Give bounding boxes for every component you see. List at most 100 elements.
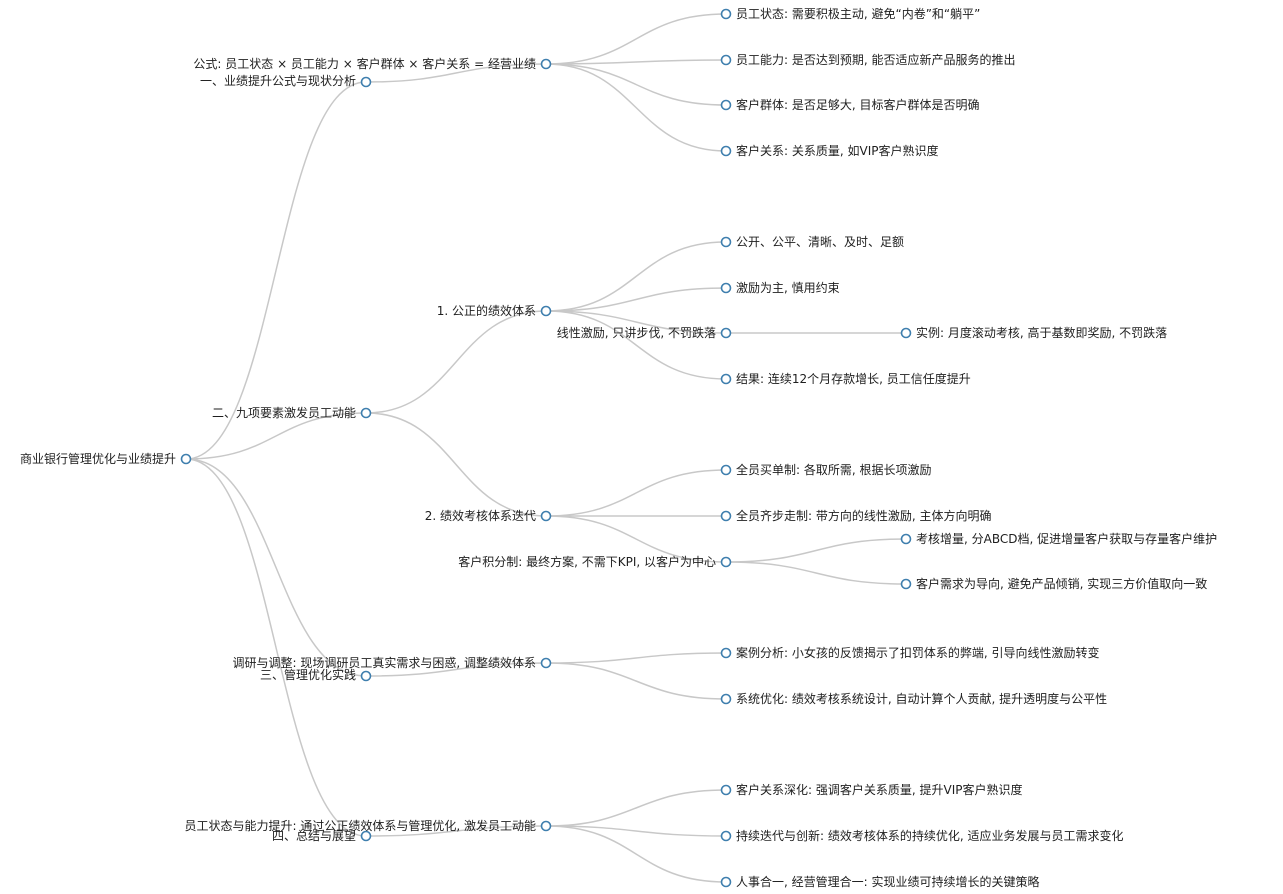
node-label: 激励为主, 慎用约束 [736, 280, 840, 295]
node-toggle-icon[interactable] [360, 830, 372, 842]
node-label: 客户关系深化: 强调客户关系质量, 提升VIP客户熟识度 [736, 782, 1022, 797]
node-s3-a[interactable]: 调研与调整: 现场调研员工真实需求与困惑, 调整绩效体系 [233, 655, 552, 670]
node-toggle-icon[interactable] [720, 145, 732, 157]
node-s2-b3-1[interactable]: 考核增量, 分ABCD档, 促进增量客户获取与存量客户维护 [900, 531, 1218, 546]
node-s4-a2[interactable]: 持续迭代与创新: 绩效考核体系的持续优化, 适应业务发展与员工需求变化 [720, 828, 1124, 843]
node-s2-a3-1[interactable]: 实例: 月度滚动考核, 高于基数即奖励, 不罚跌落 [900, 325, 1168, 340]
node-toggle-icon[interactable] [720, 373, 732, 385]
node-toggle-icon[interactable] [540, 510, 552, 522]
link-to-s1-f1 [545, 13, 727, 65]
node-s3[interactable]: 三、管理优化实践 [260, 667, 372, 682]
link-to-s4-a2 [545, 825, 727, 837]
node-s4-a[interactable]: 员工状态与能力提升: 通过公正绩效体系与管理优化, 激发员工动能 [185, 818, 552, 833]
node-s2-a3[interactable]: 线性激励, 只讲步伐, 不罚跌落 [557, 325, 732, 340]
node-s2-b2[interactable]: 全员齐步走制: 带方向的线性激励, 主体方向明确 [720, 508, 992, 523]
node-toggle-icon[interactable] [720, 236, 732, 248]
node-label: 员工状态: 需要积极主动, 避免“内卷”和“躺平” [736, 6, 980, 21]
node-s4-a1[interactable]: 客户关系深化: 强调客户关系质量, 提升VIP客户熟识度 [720, 782, 1023, 797]
node-toggle-icon[interactable] [720, 464, 732, 476]
node-label: 2. 绩效考核体系迭代 [425, 508, 536, 523]
node-toggle-icon[interactable] [720, 830, 732, 842]
node-label: 1. 公正的绩效体系 [437, 303, 536, 318]
link-to-s4-a3 [545, 825, 727, 883]
link-to-s3-a2 [545, 662, 727, 700]
node-label: 公式: 员工状态 × 员工能力 × 客户群体 × 客户关系 = 经营业绩 [193, 56, 536, 71]
node-toggle-icon[interactable] [900, 533, 912, 545]
node-root[interactable]: 商业银行管理优化与业绩提升 [20, 451, 192, 466]
node-s2-a[interactable]: 1. 公正的绩效体系 [437, 303, 552, 318]
node-label: 实例: 月度滚动考核, 高于基数即奖励, 不罚跌落 [916, 325, 1167, 340]
node-label: 客户群体: 是否足够大, 目标客户群体是否明确 [736, 97, 980, 112]
node-s2-b[interactable]: 2. 绩效考核体系迭代 [425, 508, 552, 523]
node-s4[interactable]: 四、总结与展望 [272, 829, 372, 843]
node-toggle-icon[interactable] [720, 99, 732, 111]
node-toggle-icon[interactable] [360, 407, 372, 419]
node-toggle-icon[interactable] [720, 647, 732, 659]
node-label: 线性激励, 只讲步伐, 不罚跌落 [557, 325, 716, 340]
node-label: 结果: 连续12个月存款增长, 员工信任度提升 [736, 371, 971, 386]
node-toggle-icon[interactable] [720, 876, 732, 888]
node-s2-a2[interactable]: 激励为主, 慎用约束 [720, 280, 840, 295]
link-to-s2-b [365, 412, 547, 517]
node-toggle-icon[interactable] [180, 453, 192, 465]
node-s3-a2[interactable]: 系统优化: 绩效考核系统设计, 自动计算个人贡献, 提升透明度与公平性 [720, 691, 1108, 706]
link-to-s4 [185, 458, 367, 837]
node-label: 客户关系: 关系质量, 如VIP客户熟识度 [736, 143, 938, 158]
node-label: 四、总结与展望 [272, 829, 356, 843]
node-label: 全员买单制: 各取所需, 根据长项激励 [736, 462, 932, 477]
node-toggle-icon[interactable] [540, 305, 552, 317]
node-label: 系统优化: 绩效考核系统设计, 自动计算个人贡献, 提升透明度与公平性 [736, 691, 1107, 706]
link-to-s1-formula [365, 63, 547, 83]
node-s1-formula[interactable]: 公式: 员工状态 × 员工能力 × 客户群体 × 客户关系 = 经营业绩 [193, 56, 552, 71]
node-toggle-icon[interactable] [720, 510, 732, 522]
node-label: 商业银行管理优化与业绩提升 [20, 451, 176, 466]
link-to-s3-a1 [545, 652, 727, 664]
nodes-layer: 员工状态: 需要积极主动, 避免“内卷”和“躺平” 员工能力: 是否达到预期, 能… [20, 6, 1217, 889]
node-s4-a3[interactable]: 人事合一, 经营管理合一: 实现业绩可持续增长的关键策略 [720, 874, 1040, 889]
node-toggle-icon[interactable] [900, 578, 912, 590]
node-toggle-icon[interactable] [720, 784, 732, 796]
node-s1-f1[interactable]: 员工状态: 需要积极主动, 避免“内卷”和“躺平” [720, 6, 981, 21]
node-s2[interactable]: 二、九项要素激发员工动能 [212, 405, 372, 420]
node-s1[interactable]: 一、业绩提升公式与现状分析 [200, 73, 372, 88]
node-label: 客户积分制: 最终方案, 不需下KPI, 以客户为中心 [458, 554, 716, 569]
node-toggle-icon[interactable] [720, 693, 732, 705]
node-toggle-icon[interactable] [540, 820, 552, 832]
node-label: 考核增量, 分ABCD档, 促进增量客户获取与存量客户维护 [916, 531, 1217, 546]
link-to-s1 [185, 81, 367, 460]
node-toggle-icon[interactable] [720, 8, 732, 20]
node-toggle-icon[interactable] [360, 76, 372, 88]
link-to-s2-b1 [545, 469, 727, 517]
link-to-s2-a4 [545, 310, 727, 380]
node-label: 案例分析: 小女孩的反馈揭示了扣罚体系的弊端, 引导向线性激励转变 [736, 645, 1100, 660]
node-s2-b3-2[interactable]: 客户需求为导向, 避免产品倾销, 实现三方价值取向一致 [900, 576, 1208, 591]
node-s2-b1[interactable]: 全员买单制: 各取所需, 根据长项激励 [720, 462, 932, 477]
node-toggle-icon[interactable] [720, 282, 732, 294]
node-s2-b3[interactable]: 客户积分制: 最终方案, 不需下KPI, 以客户为中心 [458, 554, 732, 569]
node-label: 全员齐步走制: 带方向的线性激励, 主体方向明确 [736, 508, 992, 523]
node-toggle-icon[interactable] [720, 54, 732, 66]
node-toggle-icon[interactable] [360, 670, 372, 682]
link-to-s3 [185, 458, 367, 677]
link-to-s2-a2 [545, 287, 727, 312]
node-label: 二、九项要素激发员工动能 [212, 405, 356, 420]
node-toggle-icon[interactable] [720, 327, 732, 339]
node-toggle-icon[interactable] [540, 657, 552, 669]
links-layer [185, 13, 907, 883]
node-toggle-icon[interactable] [720, 556, 732, 568]
node-s2-a4[interactable]: 结果: 连续12个月存款增长, 员工信任度提升 [720, 371, 971, 386]
link-to-s1-f4 [545, 63, 727, 152]
node-s3-a1[interactable]: 案例分析: 小女孩的反馈揭示了扣罚体系的弊端, 引导向线性激励转变 [720, 645, 1100, 660]
node-s1-f4[interactable]: 客户关系: 关系质量, 如VIP客户熟识度 [720, 143, 939, 158]
node-label: 人事合一, 经营管理合一: 实现业绩可持续增长的关键策略 [736, 874, 1040, 889]
node-s2-a1[interactable]: 公开、公平、清晰、及时、足额 [720, 235, 905, 249]
link-to-s2-b3-1 [725, 538, 907, 563]
node-label: 员工状态与能力提升: 通过公正绩效体系与管理优化, 激发员工动能 [185, 818, 537, 833]
link-to-s2-a3 [545, 310, 727, 334]
node-s1-f2[interactable]: 员工能力: 是否达到预期, 能否适应新产品服务的推出 [720, 52, 1016, 67]
node-toggle-icon[interactable] [900, 327, 912, 339]
node-s1-f3[interactable]: 客户群体: 是否足够大, 目标客户群体是否明确 [720, 97, 980, 112]
node-toggle-icon[interactable] [540, 58, 552, 70]
link-to-s4-a [365, 825, 547, 837]
